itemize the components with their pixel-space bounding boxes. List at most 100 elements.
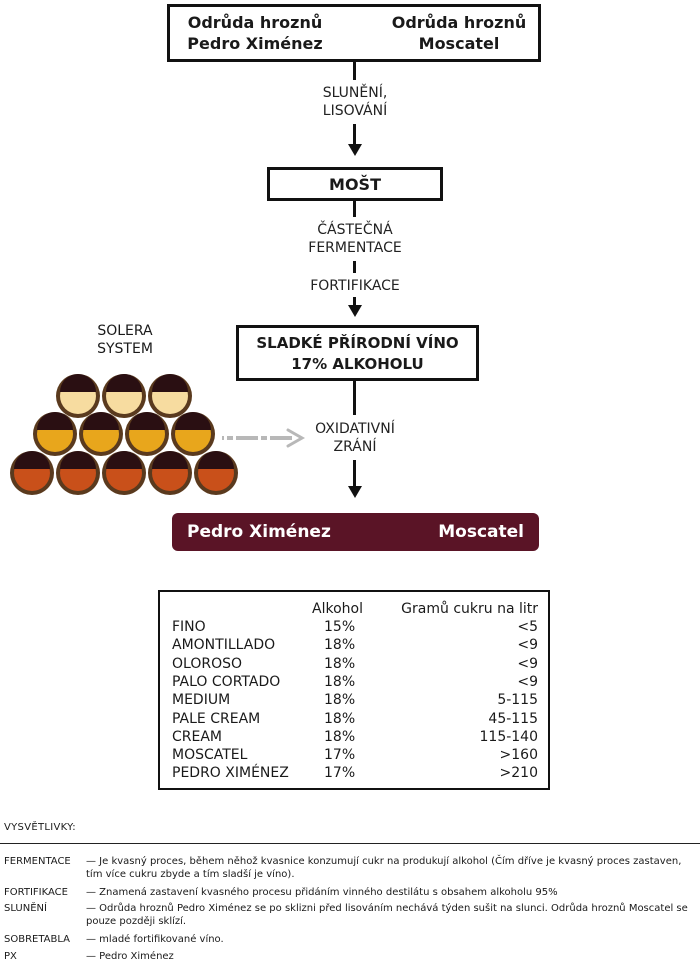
alcohol-cell: 18% — [324, 710, 356, 727]
sugar-cell: 115-140 — [479, 728, 539, 745]
grape-right: Odrůda hroznů Moscatel — [384, 12, 534, 54]
connector-line — [353, 261, 356, 273]
step-sunning-line2: LISOVÁNÍ — [322, 103, 388, 119]
sherry-name-cell: OLOROSO — [172, 655, 242, 672]
barrel-icon — [171, 412, 215, 456]
table-row: MEDIUM 18% 5-115 — [172, 691, 538, 709]
grape-left: Odrůda hroznů Pedro Ximénez — [180, 12, 330, 54]
connector-line — [353, 62, 356, 80]
connector-line — [353, 381, 356, 415]
grape-left-line1: Odrůda hroznů — [187, 13, 323, 32]
connector-line — [353, 297, 356, 307]
sugar-cell: <9 — [517, 637, 538, 654]
alcohol-cell: 18% — [324, 692, 356, 709]
header-sugar: Gramů cukru na litr — [401, 601, 538, 617]
step-sunning-line1: SLUNĚNÍ, — [322, 85, 388, 101]
legend-definition: — Znamená zastavení kvasného procesu při… — [86, 887, 558, 898]
sweet-wine-line1: SLADKÉ PŘÍRODNÍ VÍNO — [256, 334, 459, 352]
connector-line — [353, 201, 356, 217]
sherry-name-cell: CREAM — [172, 728, 223, 745]
sweet-wine-label: SLADKÉ PŘÍRODNÍ VÍNO 17% ALKOHOLU — [239, 333, 476, 375]
grape-left-line2: Pedro Ximénez — [187, 34, 323, 53]
result-banner: Pedro Ximénez Moscatel — [172, 513, 539, 551]
arrow-down-icon — [348, 486, 362, 498]
barrel-icon — [148, 374, 192, 418]
legend-term: SOBRETABLA — [4, 934, 71, 945]
grape-right-line1: Odrůda hroznů — [391, 13, 527, 32]
table-row: PALE CREAM 18% 45-115 — [172, 710, 538, 728]
step-oxidative-aging: OXIDATIVNÍ ZRÁNÍ — [295, 420, 415, 456]
barrel-icon — [148, 451, 192, 495]
header-alcohol: Alkohol — [312, 601, 363, 617]
step-oxidative-line1: OXIDATIVNÍ — [315, 421, 395, 437]
step-partial-line1: ČÁSTEČNÁ — [317, 222, 393, 238]
alcohol-cell: 18% — [324, 655, 356, 672]
aging-arrow-icon — [222, 428, 306, 448]
solera-line1: SOLERA — [97, 323, 153, 339]
barrel-icon — [102, 374, 146, 418]
connector-line — [353, 460, 356, 488]
table-header: Alkohol Gramů cukru na litr — [172, 600, 538, 618]
sugar-cell: <9 — [517, 673, 538, 690]
alcohol-cell: 18% — [324, 673, 356, 690]
legend-term: SLUNĚNÍ — [4, 903, 47, 914]
barrel-icon — [194, 451, 238, 495]
must-label: MOŠT — [329, 175, 381, 194]
legend-term: FERMENTACE — [4, 856, 71, 867]
arrow-down-icon — [348, 144, 362, 156]
table-row: PEDRO XIMÉNEZ 17% >210 — [172, 764, 538, 782]
sherry-name-cell: PALE CREAM — [172, 710, 261, 727]
alcohol-cell: 15% — [324, 619, 356, 635]
solera-line2: SYSTEM — [97, 341, 153, 357]
barrel-icon — [79, 412, 123, 456]
barrel-icon — [102, 451, 146, 495]
alcohol-cell: 17% — [324, 747, 356, 764]
table-row: MOSCATEL 17% >160 — [172, 746, 538, 764]
sugar-cell: 45-115 — [488, 710, 538, 727]
sweet-wine-line2: 17% ALKOHOLU — [291, 355, 424, 373]
legend-divider — [0, 843, 700, 844]
alcohol-cell: 17% — [324, 765, 356, 782]
connector-line — [353, 124, 356, 146]
sherry-name-cell: AMONTILLADO — [172, 637, 276, 654]
table-row: FINO 15% <5 — [172, 618, 538, 636]
legend-definition: — Pedro Ximénez — [86, 951, 174, 962]
legend-term: PX — [4, 951, 17, 962]
barrel-icon — [125, 412, 169, 456]
sugar-cell: >160 — [499, 747, 538, 764]
step-fortification: FORTIFIKACE — [310, 278, 400, 294]
step-sunning-pressing: SLUNĚNÍ, LISOVÁNÍ — [295, 84, 415, 120]
sweet-wine-box: SLADKÉ PŘÍRODNÍ VÍNO 17% ALKOHOLU — [236, 325, 479, 381]
arrow-down-icon — [348, 305, 362, 317]
sugar-cell: <5 — [517, 619, 538, 635]
barrel-icon — [56, 451, 100, 495]
table-row: CREAM 18% 115-140 — [172, 728, 538, 746]
sherry-name-cell: FINO — [172, 619, 206, 635]
step-partial-line2: FERMENTACE — [308, 240, 402, 256]
grape-varieties-box: Odrůda hroznů Pedro Ximénez Odrůda hrozn… — [167, 4, 541, 62]
must-box: MOŠT — [267, 167, 443, 201]
sherry-name-cell: MEDIUM — [172, 692, 231, 709]
alcohol-cell: 18% — [324, 637, 356, 654]
sugar-cell: >210 — [499, 765, 538, 782]
barrel-icon — [33, 412, 77, 456]
solera-label: SOLERA SYSTEM — [70, 322, 180, 358]
sherry-name-cell: PALO CORTADO — [172, 673, 281, 690]
legend-definition: — Je kvasný proces, během něhož kvasnice… — [86, 856, 682, 880]
sugar-cell: 5-115 — [497, 692, 538, 709]
alcohol-cell: 18% — [324, 728, 356, 745]
step-oxidative-line2: ZRÁNÍ — [333, 439, 377, 455]
table-row: PALO CORTADO 18% <9 — [172, 673, 538, 691]
step-partial-fermentation: ČÁSTEČNÁ FERMENTACE — [285, 221, 425, 257]
table-row: AMONTILLADO 18% <9 — [172, 636, 538, 654]
banner-right-label: Moscatel — [438, 522, 524, 542]
sugar-cell: <9 — [517, 655, 538, 672]
legend-title: VYSVĚTLIVKY: — [4, 822, 76, 833]
barrel-icon — [10, 451, 54, 495]
sherry-name-cell: PEDRO XIMÉNEZ — [172, 765, 289, 782]
solera-barrels-graphic — [10, 374, 306, 495]
barrel-icon — [56, 374, 100, 418]
legend-definition: — mladé fortifikované víno. — [86, 934, 224, 945]
sherry-name-cell: MOSCATEL — [172, 747, 248, 764]
table-row: OLOROSO 18% <9 — [172, 655, 538, 673]
